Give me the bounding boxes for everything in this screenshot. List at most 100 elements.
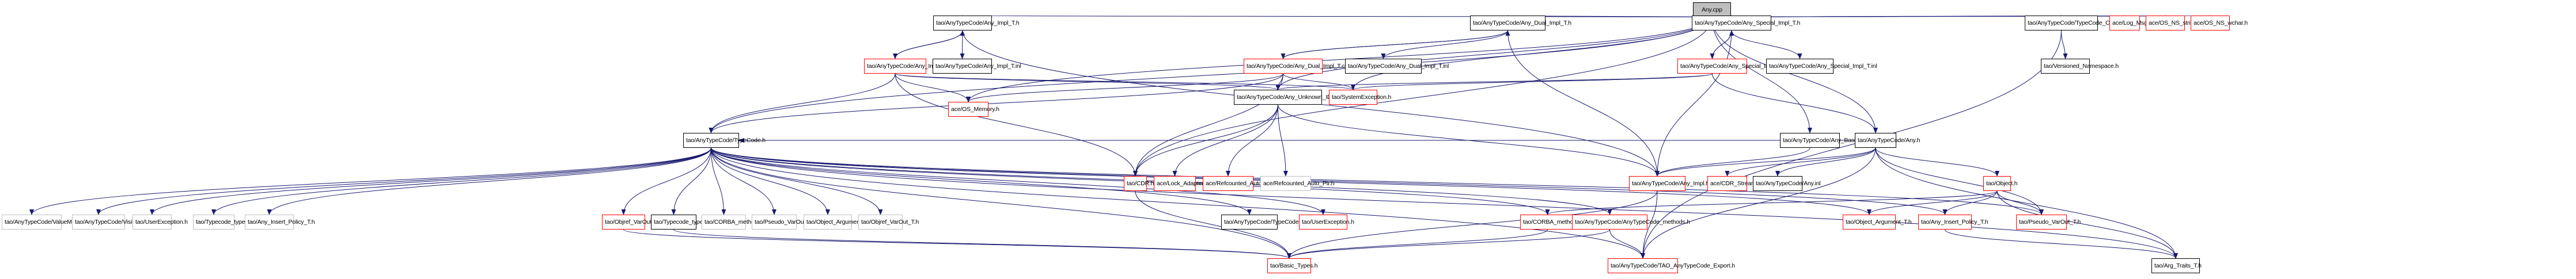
node-versioned-namespace-h[interactable]: tao/Versioned_Namespace.h <box>2041 59 2119 74</box>
node-basic-types-h[interactable]: tao/Basic_Types.h <box>1267 258 1318 273</box>
edge-any-dual-impl-t-h-to-any-impl-h <box>1507 30 1660 177</box>
node-any-impl-t-inl[interactable]: tao/AnyTypeCode/Any_Impl_T.inl <box>933 59 1021 74</box>
edge-typecode-h-to-typecode-inl <box>711 147 1252 215</box>
edge-typecode-h-to-userexception-h-red <box>711 147 1325 215</box>
node-pseudo-varout-t-h-red[interactable]: tao/Pseudo_VarOut_T.h <box>2016 215 2081 230</box>
node-any-dual-impl-t-inl[interactable]: tao/AnyTypeCode/Any_Dual_Impl_T.inl <box>1345 59 1449 74</box>
edge-any-dual-impl-t-cpp-to-typecode-h <box>709 73 1283 133</box>
edge-object-h-to-pseudo-varout-t-h-red <box>1997 190 2044 215</box>
edge-any-special-impl-t-h-to-any-impl-h <box>1655 30 1732 177</box>
node-any-impl-t-h[interactable]: tao/AnyTypeCode/Any_Impl_T.h <box>933 16 1020 30</box>
node-any-impl-h[interactable]: tao/AnyTypeCode/Any_Impl.h <box>1629 176 1709 191</box>
node-any-special-impl-t-inl[interactable]: tao/AnyTypeCode/Any_Special_Impl_T.inl <box>1766 59 1877 74</box>
node-refcounted-auto-ptr-h-red[interactable]: ace/Refcounted_Auto_Ptr.h <box>1203 176 1277 191</box>
edge-typecode-constants-h-to-versioned-namespace-h <box>2061 30 2068 59</box>
edge-anytypecode-methods-h-to-basic-types-h <box>1287 229 1610 259</box>
edge-any-dual-impl-t-cpp-to-cdr-h <box>1133 73 1283 177</box>
edge-typecode-h-to-arg-traits-t-h <box>711 147 2178 259</box>
edge-any-h-to-any-impl-h <box>1655 147 1876 177</box>
edge-typecode-h-to-tao-anytypecode-export-h <box>711 147 1645 259</box>
edge-typecode-h-to-typecode-typesc-h-gray <box>211 147 711 215</box>
node-anytypecode-methods-h[interactable]: tao/AnyTypeCode/AnyTypeCode_methods.h <box>1572 215 1690 230</box>
edge-any-h-to-any-inl <box>1775 147 1876 177</box>
node-os-memory-h[interactable]: ace/OS_Memory.h <box>948 102 999 117</box>
node-cdr-stream-h[interactable]: ace/CDR_Stream.h <box>1707 176 1761 191</box>
edge-any-basic-impl-h-to-any-impl-h <box>1655 147 1810 177</box>
node-typecode-h[interactable]: tao/AnyTypeCode/TypeCode.h <box>683 133 766 148</box>
node-typecode-typesc-h-black[interactable]: tao/Typecode_typesC.h <box>651 215 715 230</box>
node-os-ns-wchar-h[interactable]: ace/OS_NS_wchar.h <box>2191 16 2248 30</box>
node-refcounted-auto-ptr-h-gray[interactable]: ace/Refcounted_Auto_Ptr.h <box>1260 176 1335 191</box>
node-any-special-impl-t-cpp[interactable]: tao/AnyTypeCode/Any_Special_Impl_T.cpp <box>1677 59 1792 74</box>
edge-any-impl-h-to-basic-types-h <box>1287 190 1658 259</box>
node-lock-adapter-t-h[interactable]: ace/Lock_Adapter_T.h <box>1154 176 1215 191</box>
edge-any-special-impl-t-cpp-to-any-unknown-idl-type-h <box>1275 73 1713 90</box>
edge-object-h-to-any-insert-policy-t-h-red <box>1942 190 1998 215</box>
edge-typecode-h-to-objref-varout-t-h-gray <box>711 147 883 215</box>
node-typecode-constants-h[interactable]: tao/AnyTypeCode/TypeCode_Constants.h <box>2025 16 2136 30</box>
edge-any-h-to-cdr-stream-h <box>1725 147 1876 177</box>
edge-object-h-to-corba-methods-h-red <box>1545 190 1998 215</box>
edge-any-cpp-to-typecode-h <box>709 17 1713 133</box>
edge-any-dual-impl-t-cpp-to-system-exception-h <box>1283 73 1355 90</box>
node-typecode-inl[interactable]: tao/AnyTypeCode/TypeCode.inl <box>1221 215 1306 230</box>
edge-typecode-typesc-h-black-to-basic-types-h <box>673 229 1291 259</box>
node-any-dual-impl-t-h[interactable]: tao/AnyTypeCode/Any_Dual_Impl_T.h <box>1470 16 1571 30</box>
edge-objref-varout-t-h-red-to-basic-types-h <box>623 229 1291 259</box>
edge-corba-methods-h-red-to-basic-types-h <box>1287 229 1548 259</box>
edge-typecode-h-to-valuemodifierc-h <box>29 147 711 215</box>
node-valuemodifierc-h[interactable]: tao/AnyTypeCode/ValueModifierC.h <box>2 215 97 230</box>
edge-any-special-impl-t-cpp-to-any-special-impl-t-h <box>1712 30 1734 59</box>
node-objref-varout-t-h-gray[interactable]: tao/Objref_VarOut_T.h <box>858 215 919 230</box>
node-arg-traits-t-h[interactable]: tao/Arg_Traits_T.h <box>2151 258 2202 273</box>
node-any-impl-t-cpp[interactable]: tao/AnyTypeCode/Any_Impl_T.cpp <box>864 59 956 74</box>
node-typecode-typesc-h-gray[interactable]: tao/Typecode_typesC.h <box>193 215 257 230</box>
edge-any-dual-impl-t-cpp-to-any-dual-impl-t-h <box>1283 30 1510 59</box>
edge-any-cpp-to-system-exception-h <box>1351 17 1713 90</box>
node-visibilityc-h[interactable]: tao/AnyTypeCode/VisibilityC.h <box>72 215 153 230</box>
node-any-dual-impl-t-cpp[interactable]: tao/AnyTypeCode/Any_Dual_Impl_T.cpp <box>1244 59 1351 74</box>
edge-typecode-h-to-userexception-h-gray <box>150 147 711 215</box>
node-pseudo-varout-t-h-gray[interactable]: tao/Pseudo_VarOut_T.h <box>752 215 816 230</box>
edge-typecode-h-to-corba-methods-h-gray <box>711 147 726 215</box>
edge-typecode-h-to-objref-varout-t-h-red <box>621 147 711 215</box>
edge-any-impl-t-cpp-to-any-impl-t-h <box>895 30 965 59</box>
edge-any-cpp-to-any-basic-impl-h <box>1711 17 1812 133</box>
node-corba-methods-h-gray[interactable]: tao/CORBA_methods.h <box>702 215 766 230</box>
edge-any-cpp-to-os-memory-h <box>966 17 1713 102</box>
node-any-h[interactable]: tao/AnyTypeCode/Any.h <box>1855 133 1920 148</box>
edge-any-dual-impl-t-cpp-to-os-memory-h <box>966 73 1283 102</box>
node-object-argument-t-h-red[interactable]: tao/Object_Argument_T.h <box>1843 215 1912 230</box>
node-any-inl[interactable]: tao/AnyTypeCode/Any.inl <box>1753 176 1821 191</box>
node-any-insert-policy-t-h-red[interactable]: tao/Any_Insert_Policy_T.h <box>1918 215 1988 230</box>
node-object-argument-t-h-gray[interactable]: tao/Object_Argument_T.h <box>804 215 873 230</box>
edge-any-h-to-arg-traits-t-h <box>1875 147 2178 259</box>
edge-any-cpp-to-any-unknown-idl-type-h <box>1275 17 1713 90</box>
node-object-h[interactable]: tao/Object.h <box>1983 176 2017 191</box>
node-any-basic-impl-h[interactable]: tao/AnyTypeCode/Any_Basic_Impl.h <box>1780 133 1877 148</box>
edge-any-dual-impl-t-h-to-any-dual-impl-t-inl <box>1381 30 1508 59</box>
edge-typecode-h-to-pseudo-varout-t-h-red <box>711 147 2044 215</box>
node-userexception-h-red[interactable]: tao/UserException.h <box>1299 215 1354 230</box>
node-objref-varout-t-h-red[interactable]: tao/Objref_VarOut_T.h <box>602 215 662 230</box>
edge-any-cpp-to-cdr-h <box>1133 17 1713 177</box>
node-system-exception-h[interactable]: tao/SystemException.h <box>1329 90 1391 105</box>
node-userexception-h-gray[interactable]: tao/UserException.h <box>132 215 188 230</box>
edge-any-h-to-pseudo-varout-t-h-red <box>1875 147 2044 215</box>
node-cdr-h[interactable]: tao/CDR.h <box>1124 176 1154 191</box>
node-any-unknown-idl-type-h[interactable]: tao/AnyTypeCode/Any_Unknown_IDL_Type.h <box>1234 90 1355 105</box>
edge-any-impl-t-cpp-to-any-unknown-idl-type-h <box>895 73 1281 90</box>
node-any-special-impl-t-h[interactable]: tao/AnyTypeCode/Any_Special_Impl_T.h <box>1692 16 1800 30</box>
edge-anytypecode-methods-h-to-tao-anytypecode-export-h <box>1609 229 1645 259</box>
node-log-msg-h[interactable]: ace/Log_Msg.h <box>2109 16 2152 30</box>
edge-any-impl-t-cpp-to-os-memory-h <box>895 73 971 102</box>
node-corba-methods-h-red[interactable]: tao/CORBA_methods.h <box>1520 215 1584 230</box>
edge-typecode-h-to-typecode-typesc-h-black <box>671 147 711 215</box>
edge-any-impl-t-cpp-to-system-exception-h <box>895 73 1355 90</box>
node-os-ns-string-h[interactable]: ace/OS_NS_string.h <box>2146 16 2202 30</box>
edge-any-special-impl-t-cpp-to-system-exception-h <box>1351 73 1713 90</box>
node-tao-anytypecode-export-h[interactable]: tao/AnyTypeCode/TAO_AnyTypeCode_Export.h <box>1608 258 1735 273</box>
edge-any-h-to-object-h <box>1875 147 1999 177</box>
edge-typecode-h-to-any-insert-policy-t-h-red <box>711 147 1948 215</box>
node-any-insert-policy-t-h-gray[interactable]: tao/Any_Insert_Policy_T.h <box>245 215 315 230</box>
